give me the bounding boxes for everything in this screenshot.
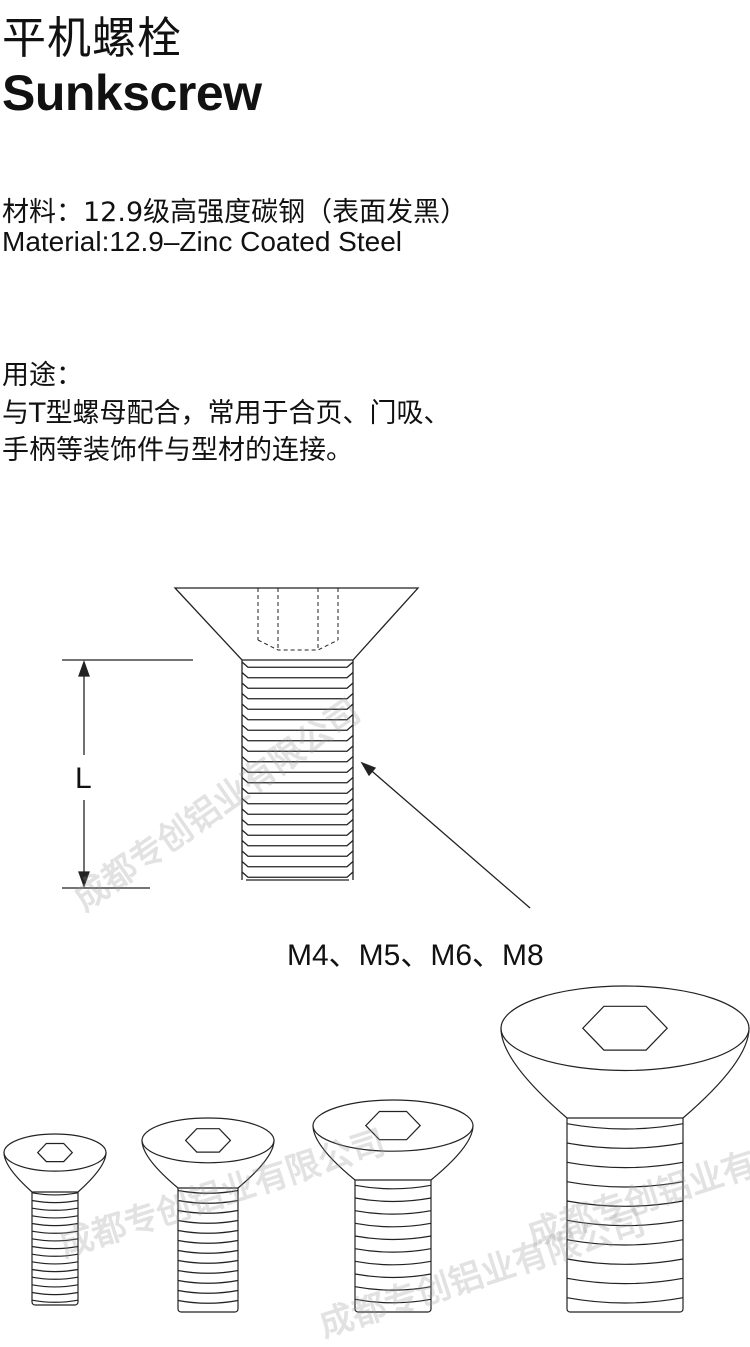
screw-threads [241,660,354,881]
title-chinese: 平机螺栓 [2,13,182,64]
usage-label: 用途： [2,360,83,391]
hex-socket-icon [364,1110,422,1141]
thread-crest [241,798,354,805]
title-english: Sunkscrew [2,65,262,121]
thread-crest [241,787,354,794]
material-english: Material:12.9–Zinc Coated Steel [2,226,402,257]
hex-socket-icon [581,1005,669,1051]
dimension-length-label: L [75,762,92,795]
thread-crest [241,724,354,731]
hex-socket-icon [36,1142,74,1163]
screw-m4 [3,1133,107,1306]
screw-drawings [3,587,750,1313]
size-leader-arrow [360,761,377,777]
hex-socket-hidden-lines [257,588,339,651]
screw-m8 [500,985,750,1313]
thread-crest [241,682,354,689]
screw-shank [354,1159,432,1313]
usage-line-1: 与T型螺母配合，常用于合页、门吸、 [2,398,451,429]
screw-head [500,985,750,1119]
thread-crest [241,808,354,815]
thread-crest [241,661,354,668]
thread-crest [241,703,354,710]
dimension-arrow-up [78,660,90,677]
screw-m6 [312,1099,474,1313]
thread-crest [241,693,354,700]
thread-crest [241,714,354,721]
thread-crest [241,871,354,878]
screw-head [141,1117,275,1189]
screw-head-outline [173,587,420,661]
size-leader-line [365,765,531,909]
thread-crest [241,766,354,773]
thread-crest [241,672,354,679]
thread-crest [241,850,354,857]
thread-crest [241,840,354,847]
thread-crest [241,829,354,836]
screw-m5 [141,1117,275,1313]
thread-crest [241,745,354,752]
dimension-arrow-down [78,871,90,888]
thread-crest [241,819,354,826]
usage-line-2: 手柄等装饰件与型材的连接。 [2,435,353,466]
thread-crest [241,777,354,784]
technical-drawing [62,587,531,909]
size-list: M4、M5、M6、M8 [287,939,544,972]
screw-head [312,1099,474,1181]
thread-crest [241,756,354,763]
material-chinese: 材料：12.9级高强度碳钢（表面发黑） [2,197,468,228]
thread-crest [241,861,354,868]
thread-crest [241,735,354,742]
product-screws [3,985,750,1313]
screw-shank [566,1084,684,1313]
hex-socket-icon [184,1128,232,1153]
screw-head [3,1133,107,1193]
